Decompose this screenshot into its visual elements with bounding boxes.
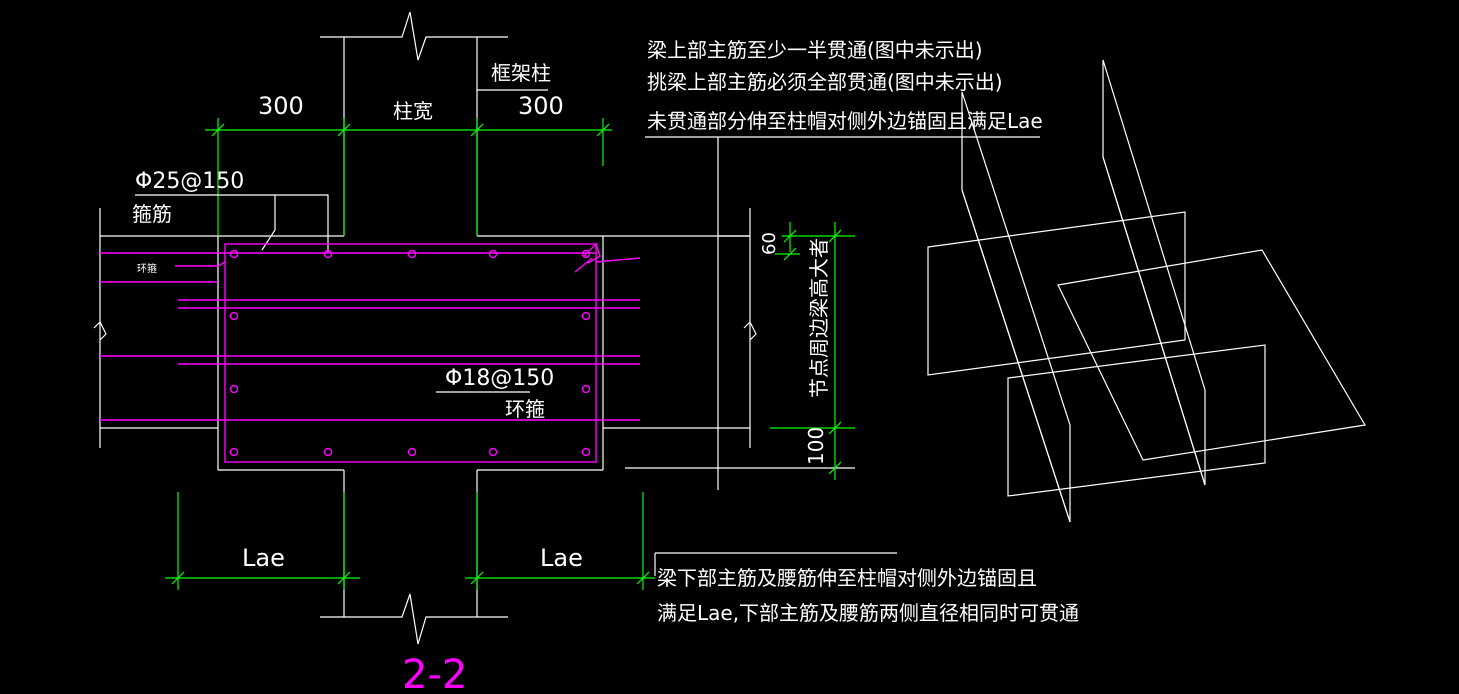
dim-column-width: 柱宽 <box>393 99 433 123</box>
rebar-cage <box>100 242 641 463</box>
dim-100: 100 <box>804 427 828 465</box>
dimension-lines <box>165 118 855 590</box>
ring-spec-label: Φ18@150 <box>445 366 554 391</box>
dim-left-300: 300 <box>258 92 304 120</box>
dim-60: 60 <box>759 232 780 255</box>
note-bottom-line-1: 梁下部主筋及腰筋伸至柱帽对侧外边锚固且 <box>657 566 1037 590</box>
lae-right-label: Lae <box>540 544 583 572</box>
ring-name-label: 环箍 <box>505 397 545 421</box>
leader-lines <box>135 89 1040 576</box>
beam-height-note: 节点周边梁高大者 <box>807 238 831 398</box>
section-mark: 2-2 <box>402 652 467 694</box>
note-top-line-3: 未贯通部分伸至柱帽对侧外边锚固且满足Lae <box>647 109 1043 133</box>
rebar-dots <box>229 249 591 457</box>
note-top-line-2: 挑梁上部主筋必须全部贯通(图中未示出) <box>647 70 1003 94</box>
beam-outline <box>93 208 855 471</box>
stirrup-spec-label: Φ25@150 <box>135 169 244 194</box>
lae-left-label: Lae <box>242 544 285 572</box>
note-bottom-line-2: 满足Lae,下部主筋及腰筋两侧直径相同时可贯通 <box>657 601 1079 625</box>
stirrup-name-label: 箍筋 <box>132 202 172 226</box>
note-top-line-1: 梁上部主筋至少一半贯通(图中未示出) <box>647 38 983 62</box>
ring-small-label: 环箍 <box>137 262 157 275</box>
frame-column-label: 框架柱 <box>491 61 551 85</box>
isometric-planes-sketch <box>927 59 1366 523</box>
dim-right-300: 300 <box>518 92 564 120</box>
